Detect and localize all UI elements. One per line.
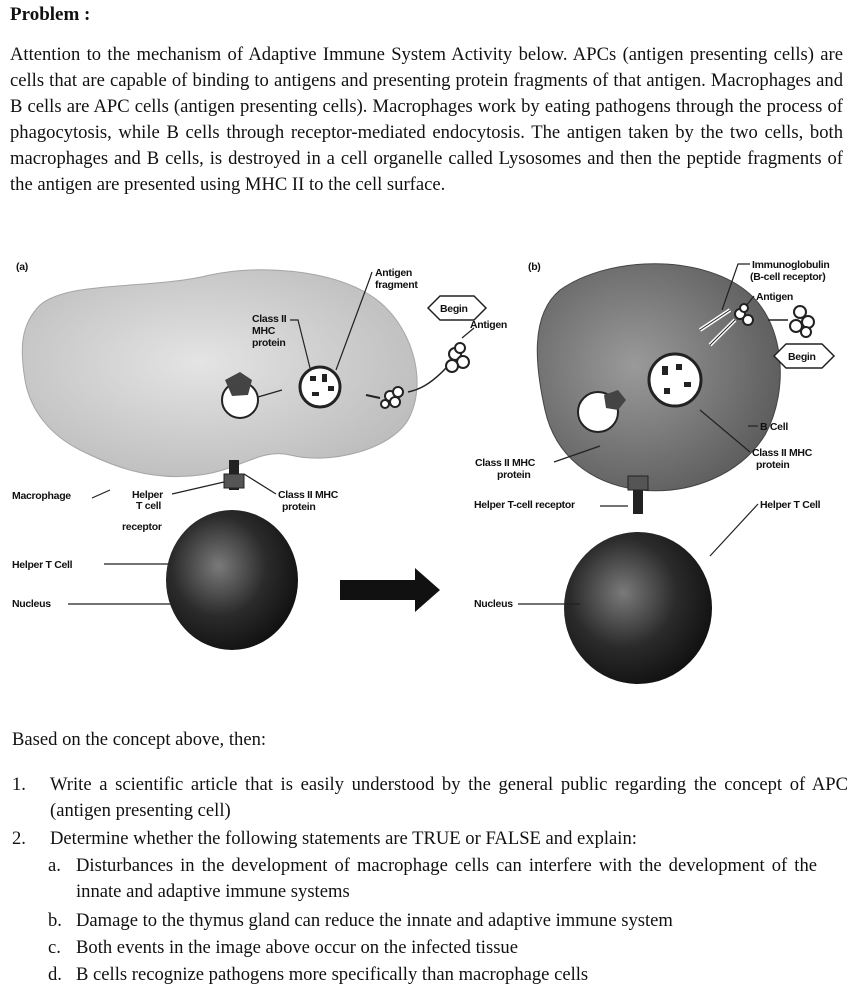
lysosome-fragments <box>310 374 334 396</box>
question-1-text: Write a scientific article that is easil… <box>50 774 848 821</box>
b-antigen-free <box>789 305 815 338</box>
label-helper-t-receptor-1: Helper <box>132 489 163 501</box>
label-macrophage: Macrophage <box>12 490 71 502</box>
label-class2-mhc-top-3: protein <box>252 337 285 349</box>
label-helper-t-receptor-3: receptor <box>122 521 162 533</box>
macrophage-vesicle-fragment <box>225 372 252 396</box>
panel-a-tag: (a) <box>16 261 28 273</box>
panel-b-tag: (b) <box>528 261 541 273</box>
b-cell-lysosome <box>647 352 703 408</box>
label-class2-mhc-bottom-2: protein <box>282 501 315 513</box>
problem-title: Problem : <box>10 4 91 25</box>
antigen-particle-outside <box>445 342 470 373</box>
panel-a: (a) Antigen fragment Begin Antigen Class… <box>12 261 507 650</box>
statement-d-text: B cells recognize pathogens more specifi… <box>76 964 589 985</box>
label-b-cell: B Cell <box>760 421 788 433</box>
label-helper-t-cell-b: Helper T Cell <box>760 499 821 511</box>
question-2-number: 2. <box>12 828 26 849</box>
statement-c-letter: c. <box>48 937 61 958</box>
label-begin-a: Begin <box>440 303 468 315</box>
transition-arrow <box>340 568 440 612</box>
statement-c-text: Both events in the image above occur on … <box>76 937 518 958</box>
label-class2-mhc-top-2: MHC <box>252 325 276 337</box>
helper-t-receptor-a <box>223 473 245 489</box>
label-helper-t-cell-a: Helper T Cell <box>12 559 73 571</box>
helper-t-receptor-b <box>627 475 649 491</box>
statement-a-text: Disturbances in the development of macro… <box>76 855 817 902</box>
label-class2-mhc-top-1: Class II <box>252 313 287 325</box>
label-begin-b: Begin <box>788 351 816 363</box>
problem-intro: Attention to the mechanism of Adaptive I… <box>10 44 843 195</box>
label-helper-t-receptor-2: T cell <box>136 500 161 512</box>
label-class2-mhc-left-1: Class II MHC <box>475 457 536 469</box>
antigen-particle-inside <box>380 386 404 409</box>
helper-t-cell-a <box>166 510 298 650</box>
begin-badge-a <box>426 295 488 321</box>
apc-figure: (a) Antigen fragment Begin Antigen Class… <box>12 259 836 684</box>
statement-b-letter: b. <box>48 910 62 931</box>
helper-t-cell-b <box>564 532 712 684</box>
antigen-engulf-arrow <box>365 394 381 399</box>
label-antigen-b: Antigen <box>756 291 793 303</box>
label-immunoglobulin-2: (B-cell receptor) <box>750 271 825 283</box>
label-antigen-fragment-2: fragment <box>375 279 418 291</box>
label-class2-mhc-right-2: protein <box>756 459 789 471</box>
label-nucleus-b: Nucleus <box>474 598 513 610</box>
question-2-text: Determine whether the following statemen… <box>50 828 637 849</box>
label-nucleus-a: Nucleus <box>12 598 51 610</box>
statement-d-letter: d. <box>48 964 62 985</box>
b-antigen-bound <box>734 303 754 326</box>
label-immunoglobulin-1: Immunoglobulin <box>752 259 829 271</box>
begin-badge-b <box>772 343 836 369</box>
b-cell-mhc-stalk <box>633 486 643 514</box>
statement-a-letter: a. <box>48 855 61 876</box>
label-antigen-a: Antigen <box>470 319 507 331</box>
b-cell-vesicle-fragment <box>604 390 626 410</box>
panel-b: (b) Immunoglobulin (B-cell receptor) Ant… <box>474 259 836 684</box>
label-class2-mhc-left-2: protein <box>497 469 530 481</box>
label-class2-mhc-right-1: Class II MHC <box>752 447 813 459</box>
macrophage-shape <box>21 269 418 478</box>
label-helper-t-receptor-b: Helper T-cell receptor <box>474 499 575 511</box>
questions-intro: Based on the concept above, then: <box>12 729 267 750</box>
statement-b-text: Damage to the thymus gland can reduce th… <box>76 910 673 931</box>
question-1-number: 1. <box>12 774 26 795</box>
label-class2-mhc-bottom-1: Class II MHC <box>278 489 339 501</box>
b-lysosome-fragments <box>662 364 691 394</box>
label-antigen-fragment-1: Antigen <box>375 267 412 279</box>
